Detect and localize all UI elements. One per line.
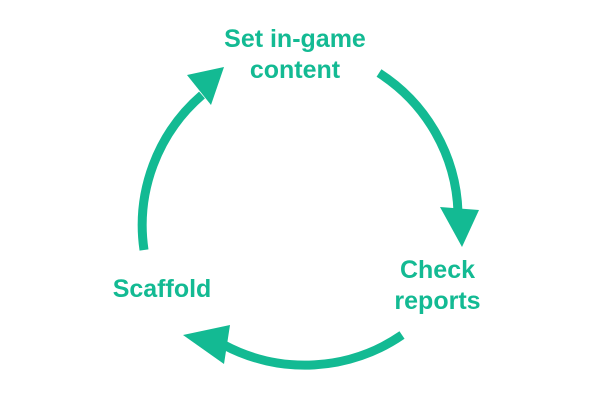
arrowhead-left — [183, 325, 230, 364]
node-set-content-line-1: Set in-game — [224, 25, 366, 53]
node-set-content-label: Set in-game content — [195, 24, 395, 86]
node-check-reports-line-1: Check — [399, 256, 476, 284]
arrow-scaffold-to-set-content — [137, 67, 224, 251]
node-scaffold-line-1: Scaffold — [112, 275, 212, 303]
arc-left — [137, 91, 205, 251]
arrowhead-down — [440, 207, 479, 247]
arrow-set-content-to-check-reports — [376, 69, 479, 247]
node-check-reports-line-2: reports — [394, 287, 481, 315]
arc-top-right — [376, 69, 463, 213]
arrow-check-reports-to-scaffold — [183, 325, 405, 370]
node-set-content-line-2: content — [249, 56, 341, 84]
node-check-reports-label: Check reports — [345, 255, 530, 317]
arc-bottom — [221, 331, 405, 370]
arrowhead-up-right — [187, 67, 224, 105]
node-scaffold-label: Scaffold — [92, 274, 232, 305]
